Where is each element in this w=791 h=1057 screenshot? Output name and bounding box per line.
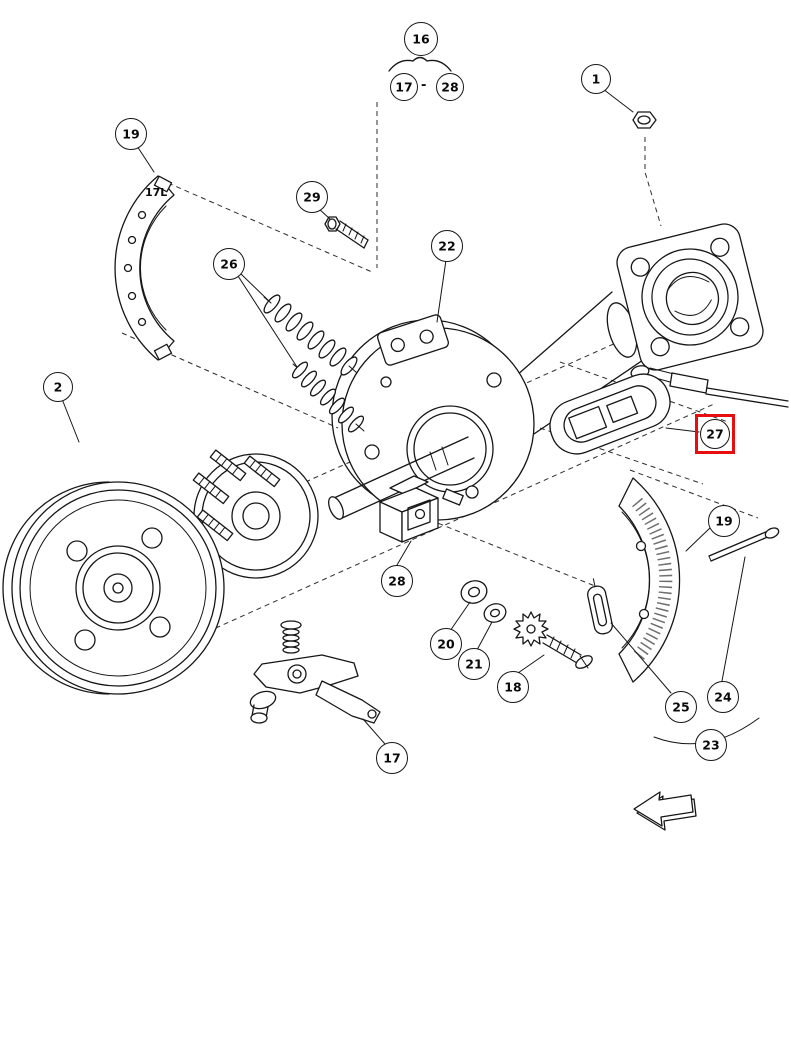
part-callout-2[interactable]: 2 <box>43 372 73 402</box>
part-callout-19[interactable]: 19 <box>708 505 740 537</box>
wheel-hub <box>192 449 319 579</box>
nut-part1 <box>632 111 657 129</box>
part-callout-21[interactable]: 21 <box>458 648 490 680</box>
part-callout-number: 19 <box>122 126 140 142</box>
part-callout-number: 18 <box>504 679 522 695</box>
part-callout-17[interactable]: 17 <box>390 73 418 101</box>
part-callout-number: 17 <box>395 79 413 95</box>
part-callout-18[interactable]: 18 <box>497 671 529 703</box>
clevis-pin-part24 <box>708 527 780 562</box>
range-separator: - <box>421 78 427 93</box>
part-callout-number: 2 <box>53 379 63 395</box>
expander-assembly-part28 <box>379 475 439 543</box>
part-callout-25[interactable]: 25 <box>665 691 697 723</box>
part-callout-16[interactable]: 16 <box>404 22 438 56</box>
brake-shoe-right <box>618 477 681 683</box>
part-callout-1[interactable]: 1 <box>581 64 611 94</box>
part-callout-number: 23 <box>702 737 720 753</box>
brake-drum-part2 <box>2 481 225 695</box>
bolt-part29 <box>324 216 369 249</box>
range-brace <box>388 56 452 72</box>
part-callout-29[interactable]: 29 <box>296 181 328 213</box>
part-callout-number: 25 <box>672 699 690 715</box>
part-callout-23[interactable]: 23 <box>695 729 727 761</box>
brake-cable <box>630 365 789 408</box>
part-callout-number: 29 <box>303 189 321 205</box>
part-callout-22[interactable]: 22 <box>431 230 463 262</box>
part-callout-number: 28 <box>441 79 459 95</box>
part-callout-27[interactable]: 27 <box>695 414 735 454</box>
direction-arrow-icon <box>633 791 697 831</box>
part-callout-number: 28 <box>388 573 406 589</box>
part-callout-number: 24 <box>714 689 732 705</box>
part-callout-26[interactable]: 26 <box>213 248 245 280</box>
part-callout-number: 17 <box>383 750 401 766</box>
part-callout-17[interactable]: 17 <box>376 742 408 774</box>
part-callout-28[interactable]: 28 <box>436 73 464 101</box>
return-springs-part26 <box>263 294 365 433</box>
part-callout-24[interactable]: 24 <box>707 681 739 713</box>
part-callout-number: 20 <box>437 636 455 652</box>
washers-20-21 <box>460 580 507 623</box>
part-callout-number: 1 <box>591 71 601 87</box>
part-callout-number: 19 <box>715 513 733 529</box>
brake-lever-part17 <box>249 620 381 724</box>
part-callout-number: 16 <box>412 31 430 47</box>
adjuster-part18 <box>513 611 593 669</box>
retainer-clip-part25 <box>587 578 613 635</box>
part-callout-number: 26 <box>220 256 238 272</box>
part-callout-number: 27 <box>706 426 724 442</box>
brake-shoe-left-part19 <box>114 175 175 361</box>
rear-axle-flange <box>491 223 764 439</box>
shoe-position-label: 17L <box>145 186 168 199</box>
cable-bracket-part27 <box>549 373 671 455</box>
part-callout-19[interactable]: 19 <box>115 118 147 150</box>
part-callout-number: 21 <box>465 656 483 672</box>
part-callout-20[interactable]: 20 <box>430 628 462 660</box>
part-callout-28[interactable]: 28 <box>381 565 413 597</box>
part-callout-number: 22 <box>438 238 456 254</box>
